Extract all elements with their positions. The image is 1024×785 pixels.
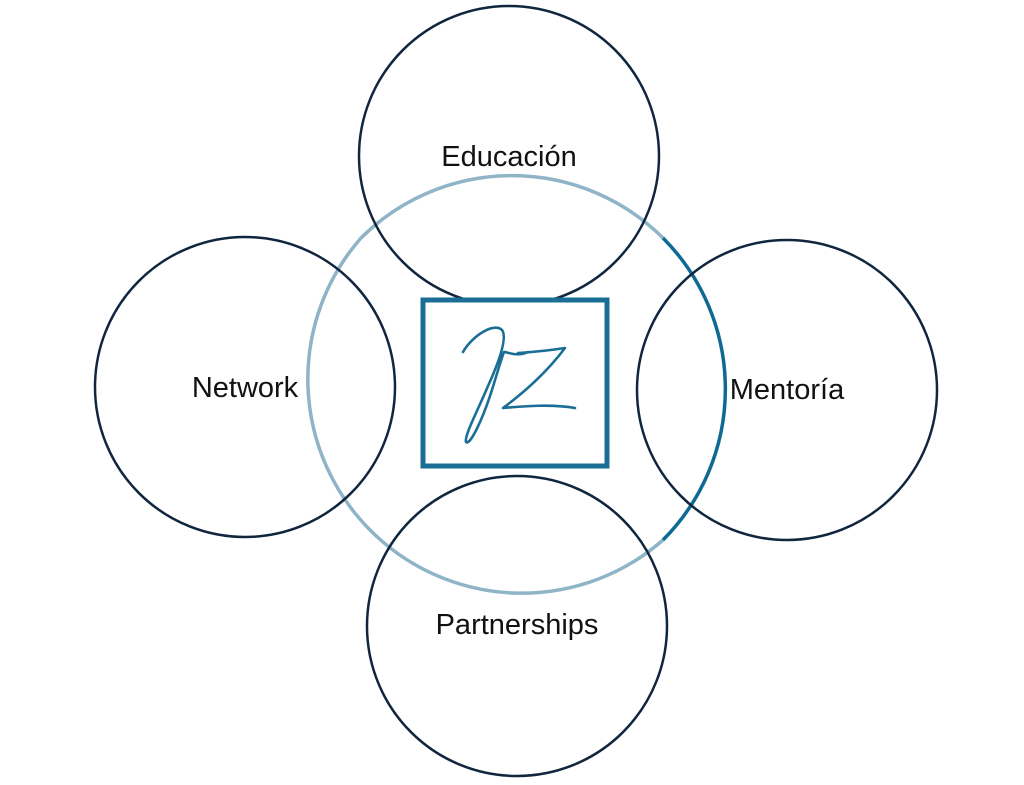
label-network: Network — [192, 372, 299, 404]
logo — [420, 297, 610, 469]
circle-partnerships — [365, 474, 669, 778]
jz-signature-logo-icon — [461, 326, 577, 444]
circle-network — [93, 235, 397, 539]
center-ring-dark-arc — [661, 236, 728, 542]
center-ring-light-arc — [306, 173, 665, 595]
label-mentoria: Mentoría — [730, 374, 845, 406]
circle-mentoria — [635, 238, 939, 542]
label-partnerships: Partnerships — [436, 609, 599, 641]
label-educacion: Educación — [441, 141, 576, 173]
center-ring — [306, 173, 728, 595]
logo-frame — [420, 297, 610, 469]
